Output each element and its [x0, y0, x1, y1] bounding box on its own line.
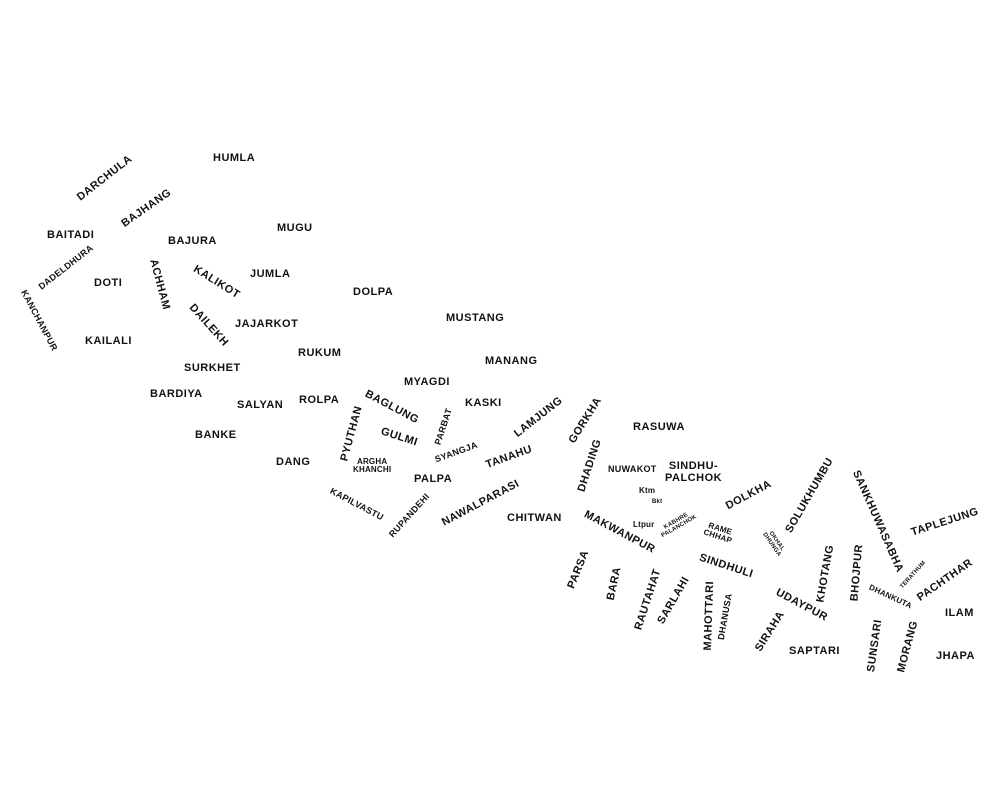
- label-morang: MORANG: [895, 619, 921, 674]
- label-dadeldhura: DADELDHURA: [36, 242, 96, 292]
- label-khotang: KHOTANG: [814, 543, 837, 604]
- label-mahottari: MAHOTTARI: [701, 580, 717, 651]
- label-chitwan: CHITWAN: [507, 512, 562, 524]
- label-okhaldhunga: OKHAL DHUNGA: [761, 528, 787, 558]
- label-doti: DOTI: [94, 277, 123, 289]
- label-saptari: SAPTARI: [789, 645, 840, 657]
- label-sindhuli: SINDHULI: [697, 551, 755, 581]
- label-jhapa: JHAPA: [936, 650, 975, 662]
- label-surkhet: SURKHET: [184, 362, 241, 374]
- label-ltpur: Ltpur: [633, 520, 655, 529]
- label-kalikot: KALIKOT: [191, 263, 242, 302]
- label-dolkha: DOLKHA: [723, 478, 774, 513]
- label-bara: BARA: [604, 565, 624, 602]
- label-baglung: BAGLUNG: [363, 387, 421, 427]
- label-humla: HUMLA: [213, 152, 256, 164]
- label-rupandehi: RUPANDEHI: [386, 491, 432, 540]
- label-kapilvastu: KAPILVASTU: [328, 485, 386, 523]
- label-sindhupalchok-line1: SINDHU-: [668, 460, 719, 472]
- label-bajura: BAJURA: [168, 235, 217, 247]
- label-argha-khanchi: ARGHA KHANCHI: [353, 457, 392, 475]
- label-ramechhap: RAME CHHAP: [702, 521, 735, 546]
- label-ilam: ILAM: [945, 607, 974, 619]
- label-bajhang: BAJHANG: [119, 186, 174, 230]
- label-siraha: SIRAHA: [752, 609, 787, 654]
- label-dang: DANG: [276, 456, 311, 468]
- label-kanchanpur: KANCHANPUR: [19, 288, 60, 353]
- label-myagdi: MYAGDI: [404, 376, 450, 388]
- label-kabhre-palanchok: KABHRE PALANCHOK: [658, 509, 699, 540]
- label-parbat: PARBAT: [432, 406, 454, 447]
- label-makwanpur: MAKWANPUR: [582, 508, 658, 556]
- label-manang: MANANG: [485, 355, 538, 367]
- label-jumla: JUMLA: [250, 268, 291, 280]
- label-nuwakot: NUWAKOT: [608, 464, 657, 474]
- label-dhading: DHADING: [575, 437, 604, 494]
- label-banke: BANKE: [195, 429, 237, 441]
- label-dailekh: DAILEKH: [186, 301, 231, 349]
- label-baitadi: BAITADI: [47, 229, 95, 241]
- label-parsa: PARSA: [565, 548, 592, 591]
- label-jajarkot: JAJARKOT: [235, 318, 299, 330]
- label-sarlahi: SARLAHI: [655, 574, 692, 627]
- label-dhanusa: DHANUSA: [715, 592, 734, 641]
- label-bkt: Bkt: [652, 499, 663, 505]
- label-achham: ACHHAM: [147, 257, 173, 312]
- label-lamjung: LAMJUNG: [511, 394, 565, 440]
- label-gorkha: GORKHA: [566, 395, 605, 446]
- label-rukum: RUKUM: [298, 347, 342, 359]
- label-argha-khanchi-line2: KHANCHI: [353, 465, 392, 475]
- label-darchula: DARCHULA: [74, 153, 135, 204]
- label-tanahu: TANAHU: [484, 443, 534, 472]
- label-kailali: KAILALI: [85, 335, 132, 347]
- label-sunsari: SUNSARI: [865, 618, 885, 673]
- label-palpa: PALPA: [414, 473, 453, 485]
- label-solukhumbu: SOLUKHUMBU: [783, 455, 836, 535]
- label-ktm: Ktm: [639, 486, 656, 495]
- label-mugu: MUGU: [277, 222, 313, 234]
- label-kaski: KASKI: [465, 397, 502, 409]
- label-salyan: SALYAN: [237, 399, 284, 411]
- label-dolpa: DOLPA: [353, 286, 394, 298]
- label-sindhupalchok: SINDHU- PALCHOK: [665, 460, 723, 484]
- label-taplejung: TAPLEJUNG: [909, 505, 981, 539]
- label-rolpa: ROLPA: [299, 394, 340, 406]
- label-mustang: MUSTANG: [446, 312, 505, 324]
- label-argha-khanchi-line1: ARGHA: [356, 457, 388, 466]
- label-bhojpur: BHOJPUR: [848, 543, 866, 602]
- label-gulmi: GULMI: [379, 425, 420, 449]
- label-sindhupalchok-line2: PALCHOK: [665, 471, 723, 484]
- label-rasuwa: RASUWA: [633, 421, 685, 433]
- label-bardiya: BARDIYA: [150, 388, 203, 400]
- label-pyuthan: PYUTHAN: [338, 404, 365, 463]
